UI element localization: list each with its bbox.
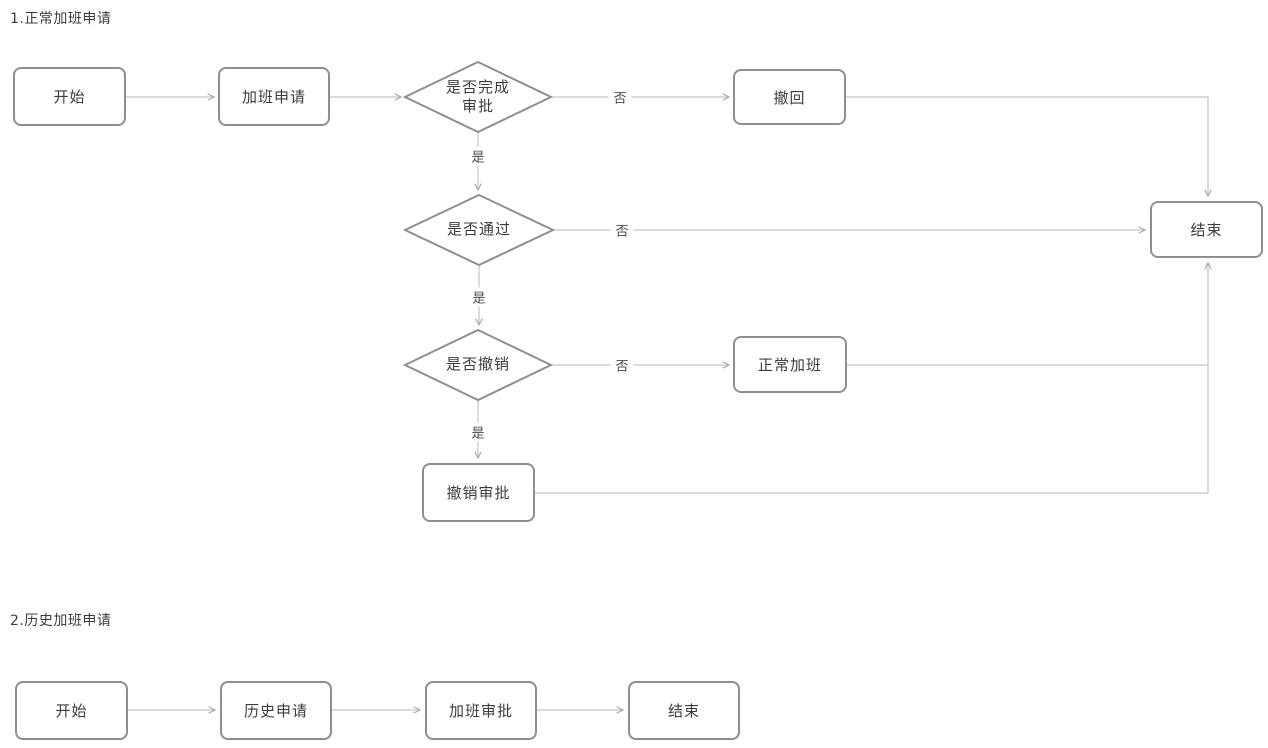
decision-approval-complete-label: 是否完成 审批 bbox=[445, 77, 510, 116]
decision-revoked-label: 是否撤销 bbox=[445, 355, 510, 374]
edge-withdraw-to-end bbox=[846, 96, 1212, 198]
edge-label-no-2: 否 bbox=[610, 220, 634, 240]
edge-label-no-1: 否 bbox=[608, 87, 632, 107]
edge-label-yes-1: 是 bbox=[466, 146, 490, 166]
decision-revoked-shape bbox=[402, 328, 554, 402]
node-revoke-approval: 撤销审批 bbox=[422, 463, 535, 522]
decision-passed-label: 是否通过 bbox=[446, 220, 511, 239]
edge-label-yes-2: 是 bbox=[467, 287, 491, 307]
node-end-2: 结束 bbox=[628, 681, 740, 740]
decision-passed-shape bbox=[402, 193, 556, 267]
edge-label-yes-3: 是 bbox=[466, 422, 490, 442]
node-overtime-approval: 加班审批 bbox=[425, 681, 537, 740]
node-history-apply: 历史申请 bbox=[220, 681, 332, 740]
decision-approval-complete-shape bbox=[402, 60, 554, 134]
node-start-2: 开始 bbox=[15, 681, 128, 740]
flow2-title: 2.历史加班申请 bbox=[10, 613, 112, 629]
node-normal-overtime: 正常加班 bbox=[733, 336, 847, 393]
node-overtime-apply: 加班申请 bbox=[218, 67, 330, 126]
node-withdraw: 撤回 bbox=[733, 69, 846, 125]
node-end-1: 结束 bbox=[1150, 201, 1263, 258]
node-start-1: 开始 bbox=[13, 67, 126, 126]
flow1-title: 1.正常加班申请 bbox=[10, 11, 112, 27]
edge-label-no-3: 否 bbox=[610, 355, 634, 375]
edge-revoke-approval-to-end bbox=[535, 261, 1212, 494]
